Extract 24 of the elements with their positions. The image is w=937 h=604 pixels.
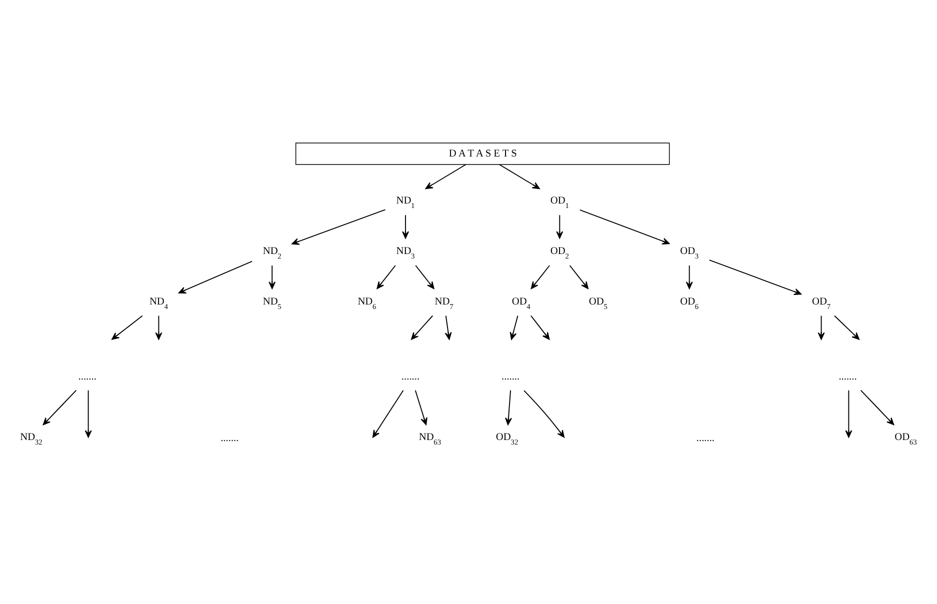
node-text: OD$_{32}$ bbox=[496, 432, 518, 446]
node-text: ND$_{2}$ bbox=[262, 245, 282, 260]
node-text: ND$_{3}$ bbox=[396, 245, 415, 260]
node-text: ND$_{1}$ bbox=[396, 195, 415, 210]
node-text: ND$_{7}$ bbox=[434, 296, 454, 310]
node-text: OD$_{2}$ bbox=[550, 245, 569, 260]
node-text: OD$_{6}$ bbox=[680, 296, 699, 310]
node-text: ND$_{32}$ bbox=[20, 432, 42, 446]
node-text: OD$_{3}$ bbox=[680, 245, 699, 260]
node-text: ND$_{5}$ bbox=[262, 296, 282, 310]
node-text: ND$_{6}$ bbox=[358, 296, 376, 310]
node-text: OD$_{63}$ bbox=[894, 432, 917, 446]
node-text: ....... bbox=[838, 371, 857, 382]
node-text: ....... bbox=[501, 371, 520, 382]
node-text: OD$_{7}$ bbox=[812, 296, 831, 310]
node-text: OD$_{1}$ bbox=[550, 195, 569, 210]
node-text: ND$_{63}$ bbox=[418, 432, 442, 446]
node-text: ....... bbox=[401, 371, 420, 382]
node-text: OD$_{4}$ bbox=[512, 296, 530, 310]
node-text: ND$_{4}$ bbox=[149, 296, 168, 310]
label: ....... bbox=[696, 432, 715, 444]
node-text: OD$_{5}$ bbox=[588, 296, 608, 310]
node-text: ....... bbox=[78, 371, 96, 382]
label: ....... bbox=[220, 432, 239, 444]
